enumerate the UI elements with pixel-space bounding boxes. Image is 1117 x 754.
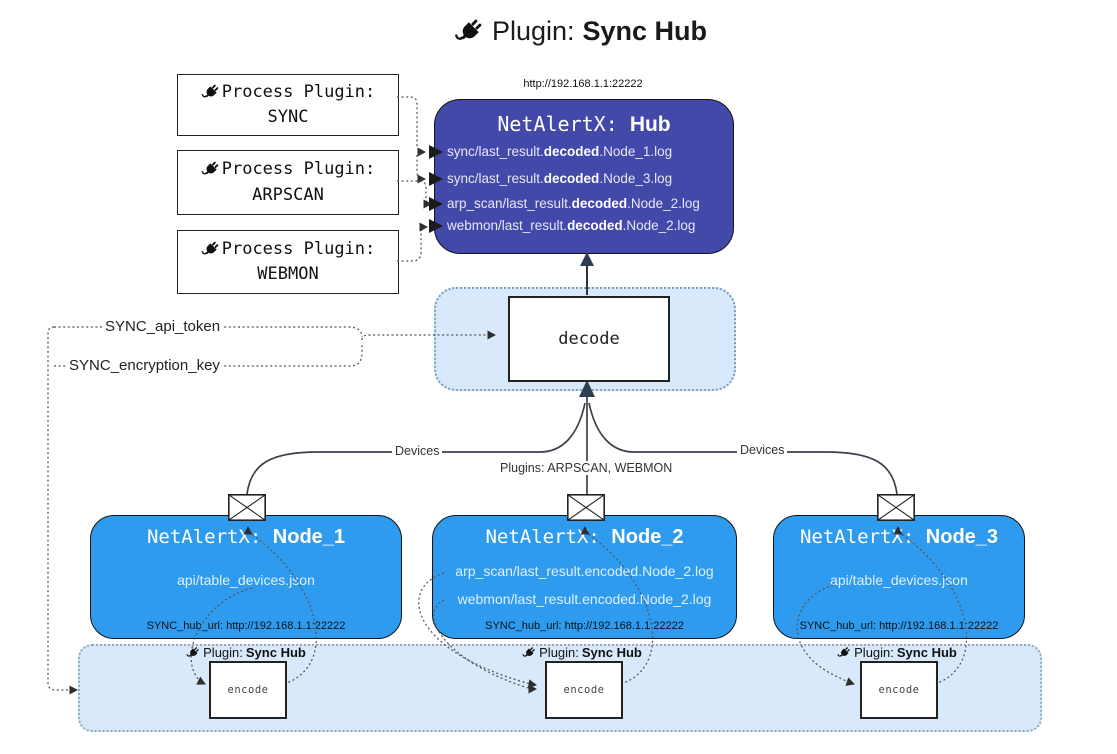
band-plugin-label-text: Plugin: — [203, 645, 243, 660]
node-box-node2: NetAlertX: Node_2 arp_scan/last_result.e… — [432, 515, 737, 639]
sync-encryption-key-label: SYNC_encryption_key — [66, 357, 223, 374]
band-plugin-label: Plugin: Sync Hub — [807, 645, 987, 660]
page-title-name: Sync Hub — [582, 16, 708, 46]
plug-icon — [186, 646, 200, 660]
hub-log-entry: webmon/last_result.decoded.Node_2.log — [447, 218, 696, 233]
band-plugin-label-text: Plugin: — [539, 645, 579, 660]
node-title-prefix: NetAlertX: — [799, 526, 915, 548]
node-box-node3: NetAlertX: Node_3 api/table_devices.json… — [773, 515, 1025, 639]
edge-label-devices-right: Devices — [737, 443, 788, 457]
decode-container: decode — [434, 287, 736, 391]
decode-box: decode — [508, 296, 670, 382]
node-hub-url: SYNC_hub_url: http://192.168.1.1:22222 — [799, 620, 999, 632]
hub-title-name: Hub — [629, 113, 671, 136]
process-plugin-box-arpscan: Process Plugin: ARPSCAN — [177, 150, 399, 215]
process-plugin-box-sync: Process Plugin: SYNC — [177, 74, 399, 136]
node-box-node1: NetAlertX: Node_1 api/table_devices.json… — [90, 515, 402, 639]
band-plugin-name: Sync Hub — [245, 645, 306, 660]
process-plugin-name: ARPSCAN — [252, 184, 324, 205]
hub-log-entry: arp_scan/last_result.decoded.Node_2.log — [447, 196, 700, 211]
plug-icon — [454, 17, 484, 47]
process-plugin-label: Process Plugin: — [221, 159, 376, 179]
envelope-icon — [228, 494, 266, 521]
plug-icon — [837, 646, 851, 660]
band-plugin-label-text: Plugin: — [854, 645, 894, 660]
node-title: NetAlertX: Node_1 — [91, 526, 401, 549]
encode-box: encode — [209, 661, 287, 719]
hub-url-label: http://192.168.1.1:22222 — [523, 78, 643, 90]
edge-label-devices-left: Devices — [392, 444, 443, 458]
encode-box: encode — [860, 661, 938, 719]
node-title-prefix: NetAlertX: — [485, 526, 600, 548]
envelope-icon — [567, 494, 605, 521]
band-plugin-name: Sync Hub — [896, 645, 957, 660]
process-plugin-name: SYNC — [267, 107, 309, 127]
node-file: arp_scan/last_result.encoded.Node_2.log — [455, 563, 714, 579]
node-title-name: Node_1 — [272, 526, 346, 548]
node-file: webmon/last_result.encoded.Node_2.log — [457, 591, 712, 607]
process-plugin-label: Process Plugin: — [221, 81, 376, 102]
process-plugin-label: Process Plugin: — [221, 238, 376, 259]
plug-icon — [201, 83, 220, 102]
node-hub-url: SYNC_hub_url: http://192.168.1.1:22222 — [146, 620, 346, 632]
plug-icon — [201, 160, 220, 179]
plug-icon — [201, 240, 220, 259]
band-plugin-label: Plugin: Sync Hub — [156, 645, 336, 660]
band-plugin-name: Sync Hub — [581, 645, 642, 660]
hub-log-entry: sync/last_result.decoded.Node_1.log — [447, 144, 673, 159]
node-title-name: Node_3 — [925, 526, 999, 548]
node-title-name: Node_2 — [611, 526, 684, 548]
envelope-icon — [877, 494, 915, 521]
node-file: api/table_devices.json — [830, 572, 968, 588]
hub-title: NetAlertX: Hub — [435, 112, 733, 137]
hub-title-prefix: NetAlertX: — [497, 112, 618, 136]
edge-label-plugins: Plugins: ARPSCAN, WEBMON — [497, 461, 676, 475]
process-plugin-box-webmon: Process Plugin: WEBMON — [177, 230, 399, 294]
node-title: NetAlertX: Node_3 — [774, 526, 1024, 549]
page-title-label: Plugin: — [491, 16, 575, 46]
page-title: Plugin: Sync Hub — [22, 16, 1117, 47]
band-plugin-label: Plugin: Sync Hub — [492, 645, 672, 660]
sync-api-token-label: SYNC_api_token — [102, 318, 224, 335]
node-file: api/table_devices.json — [177, 572, 315, 588]
node-hub-url: SYNC_hub_url: http://192.168.1.1:22222 — [485, 620, 684, 632]
node-title: NetAlertX: Node_2 — [433, 526, 736, 549]
encode-box: encode — [545, 661, 623, 719]
node-title-prefix: NetAlertX: — [146, 526, 262, 548]
process-plugin-name: WEBMON — [257, 264, 319, 284]
hub-log-entry: sync/last_result.decoded.Node_3.log — [447, 171, 673, 186]
hub-box: NetAlertX: Hub sync/last_result.decoded.… — [434, 99, 734, 254]
plug-icon — [522, 646, 536, 660]
